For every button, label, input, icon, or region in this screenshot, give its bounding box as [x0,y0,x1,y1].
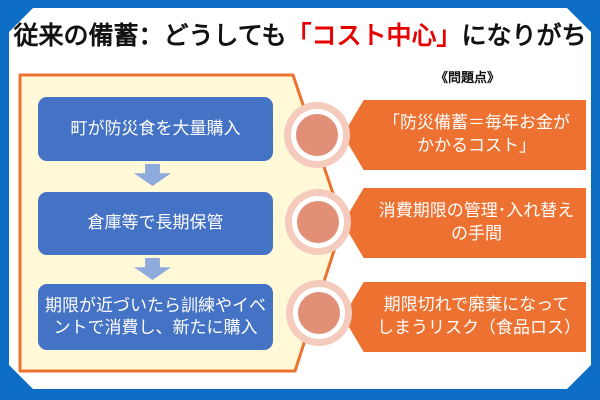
title-prefix: 従来の備蓄：どうしても [13,22,287,50]
connector-circle-1 [284,102,350,168]
problem-item-3-label: 期限切れで廃棄になってしまうリスク（食品ロス） [377,295,581,337]
process-step-2: 倉庫等で長期保管 [38,192,273,255]
title-suffix: になりがち [461,22,587,50]
slide-title: 従来の備蓄：どうしても「コスト中心」になりがち [12,21,588,52]
problems-heading: 《問題点》 [434,70,500,85]
connector-circle-1-core [291,109,343,161]
process-step-3: 期限が近づいたら訓練やイベントで消費し、新たに購入 [38,284,273,350]
problem-item-1-label: 「防災備蓄＝毎年お金がかかるコスト」 [383,113,570,155]
connector-circle-3-core [293,287,345,339]
connector-circle-2 [285,189,351,255]
process-step-2-label: 倉庫等で長期保管 [87,213,224,233]
problem-item-2-label: 消費期限の管理･入れ替えの手間 [378,201,575,243]
title-highlight: 「コスト中心」 [286,22,462,50]
connector-circle-3 [286,280,352,346]
problem-item-3: 期限切れで廃棄になってしまうリスク（食品ロス） [343,282,586,352]
process-step-3-label: 期限が近づいたら訓練やイベントで消費し、新たに購入 [45,295,266,337]
process-step-1: 町が防災食を大量購入 [38,97,273,161]
connector-circle-2-core [292,196,344,248]
process-step-1-label: 町が防災食を大量購入 [70,118,241,138]
problem-item-1: 「防災備蓄＝毎年お金がかかるコスト」 [343,100,586,170]
problem-item-2: 消費期限の管理･入れ替えの手間 [343,188,586,258]
